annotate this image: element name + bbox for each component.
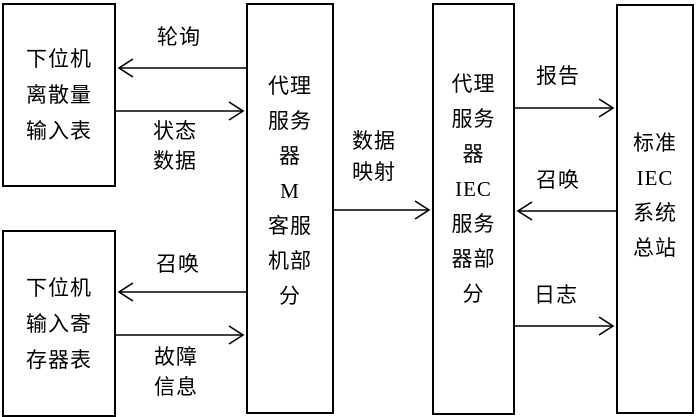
arrow-label-log: 日志	[534, 283, 578, 307]
box-discrete-input-table: 下位机 离散量 输入表	[2, 3, 116, 187]
arrow-label-report: 报告	[536, 64, 580, 88]
arrow-label-summon-left: 召唤	[156, 252, 200, 276]
arrow-label-summon-right: 召唤	[536, 168, 580, 192]
box-proxy-server-m-client: 代理 服务 器 M 客服 机部 分	[246, 3, 334, 414]
box-standard-iec-master-station: 标准 IEC 系统 总站	[616, 4, 694, 414]
box-proxy-server-iec-server: 代理 服务 器 IEC 服务 器部 分	[432, 3, 515, 415]
box-proxy-server-m-client-label: 代理 服务 器 M 客服 机部 分	[268, 74, 312, 308]
box-standard-iec-master-station-label: 标准 IEC 系统 总站	[633, 131, 677, 260]
arrow-label-fault-info: 故障 信息	[154, 345, 198, 399]
box-input-register-table-label: 下位机 输入寄 存器表	[26, 275, 92, 372]
box-input-register-table: 下位机 输入寄 存器表	[2, 230, 116, 417]
arrow-label-status-data: 状态 数据	[153, 119, 197, 173]
box-proxy-server-iec-server-label: 代理 服务 器 IEC 服务 器部 分	[451, 71, 496, 306]
arrow-label-polling: 轮询	[157, 25, 201, 49]
box-discrete-input-table-label: 下位机 离散量 输入表	[26, 47, 92, 143]
arrow-label-data-mapping: 数据 映射	[352, 129, 396, 184]
